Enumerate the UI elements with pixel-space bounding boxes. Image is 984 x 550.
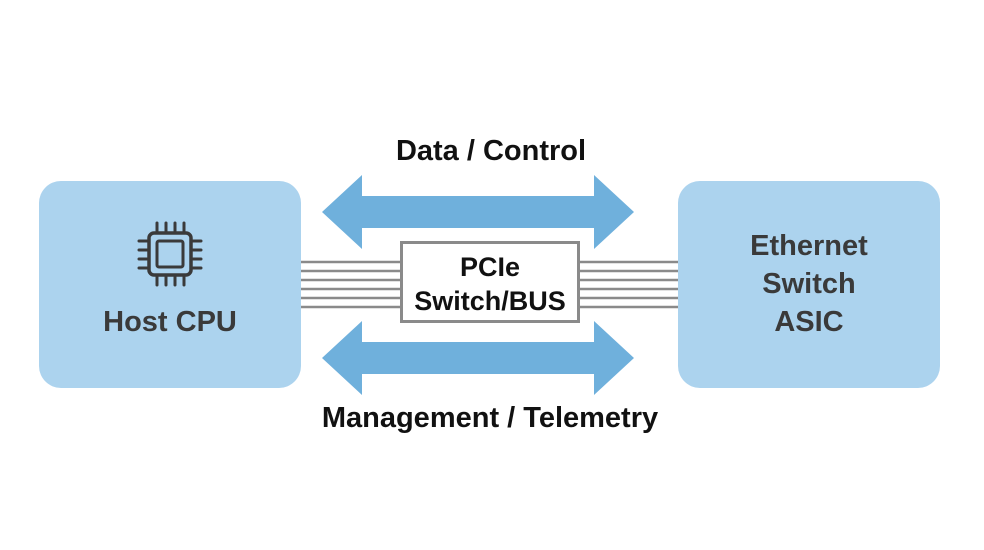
host-cpu-box: Host CPU (39, 181, 301, 388)
cpu-chip-icon (137, 221, 203, 287)
ethernet-switch-asic-box: Ethernet Switch ASIC (678, 181, 940, 388)
host-cpu-label: Host CPU (103, 306, 237, 338)
pcie-switch-bus-label: PCIe Switch/BUS (414, 252, 566, 316)
data-control-label: Data / Control (395, 135, 587, 167)
bus-wires-right (580, 260, 678, 309)
data-control-arrow (322, 175, 634, 249)
management-telemetry-arrow (322, 321, 634, 395)
pcie-switch-bus-box: PCIe Switch/BUS (400, 241, 580, 323)
ethernet-switch-asic-label: Ethernet Switch ASIC (750, 230, 868, 338)
management-telemetry-label: Management / Telemetry (321, 402, 659, 434)
bus-wires-left (301, 260, 400, 309)
